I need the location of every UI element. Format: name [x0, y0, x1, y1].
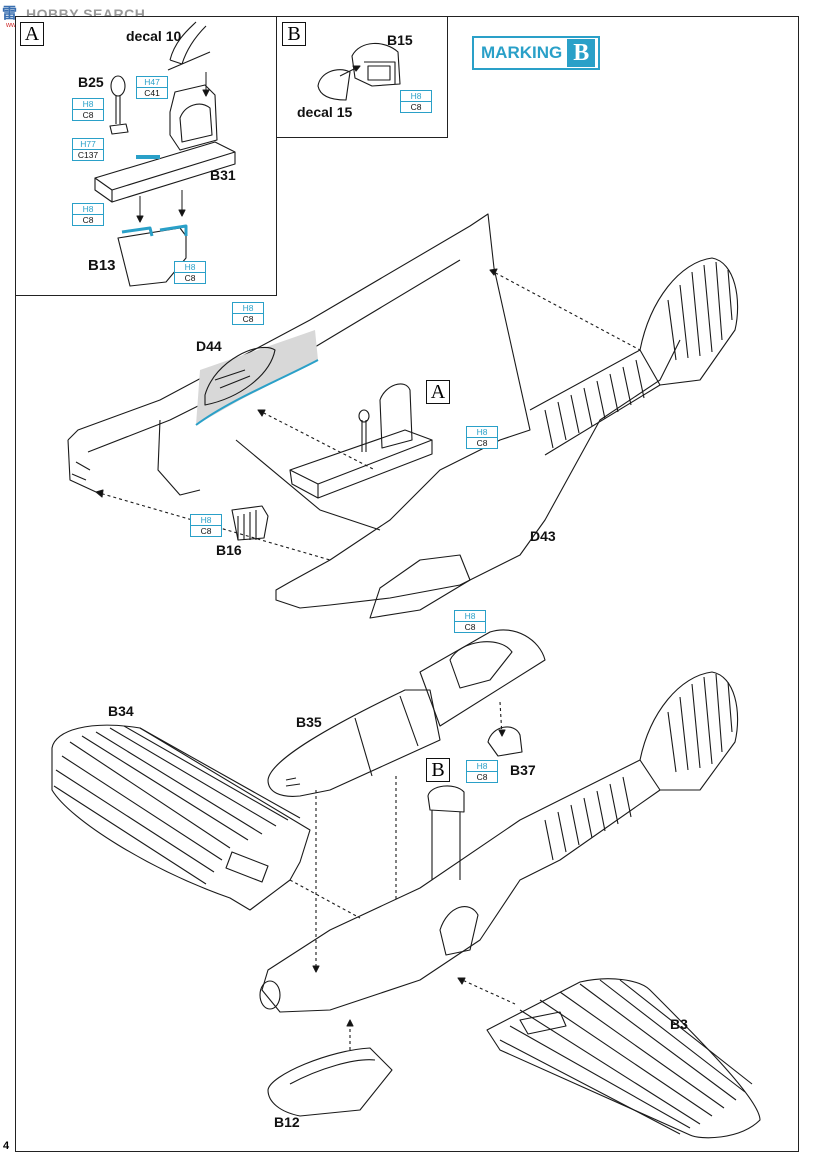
part-label-b34: B34: [108, 703, 134, 719]
wing-b34-drawing: [51, 724, 311, 911]
part-label-b35: B35: [296, 714, 322, 730]
part-label-b3: B3: [670, 1016, 688, 1032]
fuselage-half-d44-drawing: [67, 213, 681, 609]
part-label-b13: B13: [88, 257, 116, 274]
inset-b-panel: [276, 16, 448, 138]
cockpit-floor-a-drawing: [94, 141, 236, 203]
part-label-d43: D43: [530, 528, 556, 544]
part-b13-drawing: [117, 224, 188, 287]
callout-b-box: B: [426, 758, 450, 782]
marking-label: MARKING: [481, 43, 563, 62]
decal-15-drawing: [317, 69, 351, 101]
tail-fin-lower-drawing: [639, 671, 739, 791]
page-number: 4: [3, 1140, 10, 1152]
watermark-logo: 雷: [2, 5, 18, 22]
marking-letter: B: [567, 39, 596, 67]
fuselage-assembled-drawing: [259, 759, 661, 1013]
lower-panel-b12-drawing: [267, 1047, 393, 1117]
part-label-b25: B25: [78, 74, 104, 90]
tail-fin-upper-drawing: [639, 257, 739, 386]
aft-fuselage-drawing: [529, 349, 661, 456]
upper-cowl-drawing: [419, 629, 546, 727]
callout-a-box: A: [426, 380, 450, 404]
masking-area-shading: [196, 330, 318, 425]
wing-b3-drawing: [486, 978, 761, 1139]
inset-a-letter: A: [20, 22, 44, 46]
headrest-b-drawing: [427, 785, 465, 880]
decal-10-label: decal 10: [126, 28, 182, 44]
cockpit-floor-b31-drawing: [289, 383, 433, 499]
marking-badge: MARKING B: [472, 36, 601, 70]
part-label-d44: D44: [196, 338, 222, 354]
seat-decal-10-drawing: [167, 21, 211, 71]
part-label-b37: B37: [510, 762, 536, 778]
part-label-b15: B15: [387, 32, 413, 48]
inset-b-letter: B: [282, 22, 306, 46]
part-b16-drawing: [231, 505, 269, 541]
part-b37-drawing: [487, 726, 523, 757]
headrest-b15-drawing: [351, 42, 401, 87]
part-label-b31: B31: [210, 167, 236, 183]
nose-cowl-b35-drawing: [267, 689, 441, 797]
part-label-b16: B16: [216, 542, 242, 558]
control-stick-b25-drawing: [109, 75, 129, 135]
decal-15-label: decal 15: [297, 104, 353, 120]
seat-a-drawing: [169, 84, 218, 151]
part-label-b12: B12: [274, 1114, 300, 1130]
